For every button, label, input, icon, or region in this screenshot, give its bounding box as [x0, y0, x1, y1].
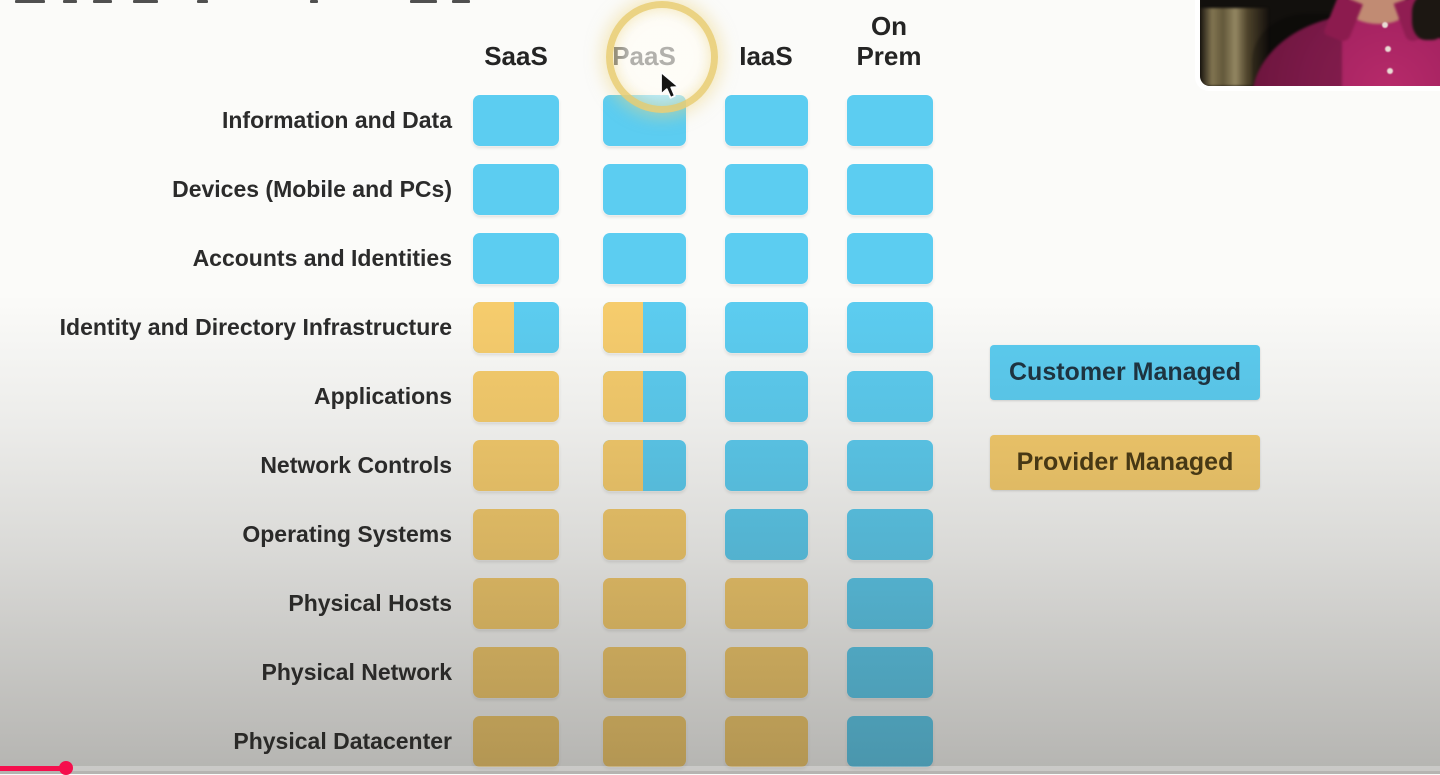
matrix-cell	[473, 302, 559, 353]
legend-provider-managed: Provider Managed	[990, 435, 1260, 490]
matrix-cell	[473, 164, 559, 215]
matrix-cell	[603, 716, 686, 767]
column-header-on-prem: On Prem	[856, 11, 922, 72]
matrix-cell	[725, 95, 808, 146]
matrix-cell	[473, 95, 559, 146]
matrix-cell	[847, 302, 933, 353]
row-label: Applications	[313, 383, 452, 409]
webcam-dark-corner	[1412, 0, 1440, 40]
matrix-cell	[725, 440, 808, 491]
matrix-cell	[725, 164, 808, 215]
matrix-cell	[847, 164, 933, 215]
top-edge-artifact	[63, 0, 77, 3]
matrix-cell	[725, 578, 808, 629]
matrix-cell	[603, 302, 686, 353]
matrix-cell	[725, 371, 808, 422]
provider-managed-part	[603, 302, 643, 353]
provider-managed-part	[603, 371, 643, 422]
top-edge-artifact	[93, 0, 112, 3]
matrix-cell	[473, 440, 559, 491]
matrix-cell	[603, 440, 686, 491]
shirt-button	[1387, 68, 1393, 74]
matrix-cell	[603, 647, 686, 698]
matrix-cell	[847, 578, 933, 629]
matrix-cell	[603, 578, 686, 629]
matrix-cell	[847, 371, 933, 422]
shirt-button	[1382, 22, 1388, 28]
top-edge-artifact	[197, 0, 208, 3]
column-header-saas: SaaS	[484, 41, 548, 72]
matrix-cell	[725, 302, 808, 353]
matrix-cell	[473, 647, 559, 698]
row-label: Accounts and Identities	[192, 245, 452, 271]
row-label: Operating Systems	[242, 521, 452, 547]
video-progress-fill	[0, 766, 62, 771]
matrix-cell	[473, 578, 559, 629]
mouse-cursor-icon	[660, 71, 680, 99]
matrix-cell	[473, 716, 559, 767]
row-label: Network Controls	[260, 452, 452, 478]
matrix-cell	[603, 95, 686, 146]
row-label: Information and Data	[221, 107, 452, 133]
matrix-cell	[603, 164, 686, 215]
row-label: Devices (Mobile and PCs)	[172, 176, 452, 202]
video-progress-track[interactable]	[0, 761, 1440, 775]
row-label: Physical Hosts	[288, 590, 452, 616]
matrix-cell	[847, 647, 933, 698]
matrix-cell	[847, 233, 933, 284]
matrix-cell	[473, 233, 559, 284]
webcam-video	[1200, 0, 1440, 86]
row-label: Identity and Directory Infrastructure	[59, 314, 452, 340]
video-scrubber[interactable]	[59, 761, 73, 775]
row-label: Physical Datacenter	[233, 728, 452, 754]
matrix-cell	[725, 233, 808, 284]
shirt-button	[1385, 46, 1391, 52]
matrix-cell	[847, 440, 933, 491]
top-edge-artifact	[133, 0, 158, 3]
top-edge-artifact	[410, 0, 437, 3]
top-edge-artifact	[452, 0, 470, 3]
row-label: Physical Network	[261, 659, 452, 685]
column-header-iaas: IaaS	[739, 41, 793, 72]
top-edge-artifact	[310, 0, 318, 3]
matrix-cell	[603, 233, 686, 284]
matrix-cell	[847, 95, 933, 146]
matrix-cell	[725, 509, 808, 560]
matrix-cell	[725, 647, 808, 698]
matrix-cell	[847, 716, 933, 767]
top-edge-artifact	[15, 0, 45, 3]
legend-customer-managed: Customer Managed	[990, 345, 1260, 400]
matrix-cell	[473, 371, 559, 422]
webcam-overlay	[1195, 0, 1440, 91]
matrix-cell	[847, 509, 933, 560]
provider-managed-part	[603, 440, 643, 491]
matrix-cell	[725, 716, 808, 767]
matrix-cell	[603, 371, 686, 422]
matrix-cell	[603, 509, 686, 560]
matrix-cell	[473, 509, 559, 560]
provider-managed-part	[473, 302, 515, 353]
